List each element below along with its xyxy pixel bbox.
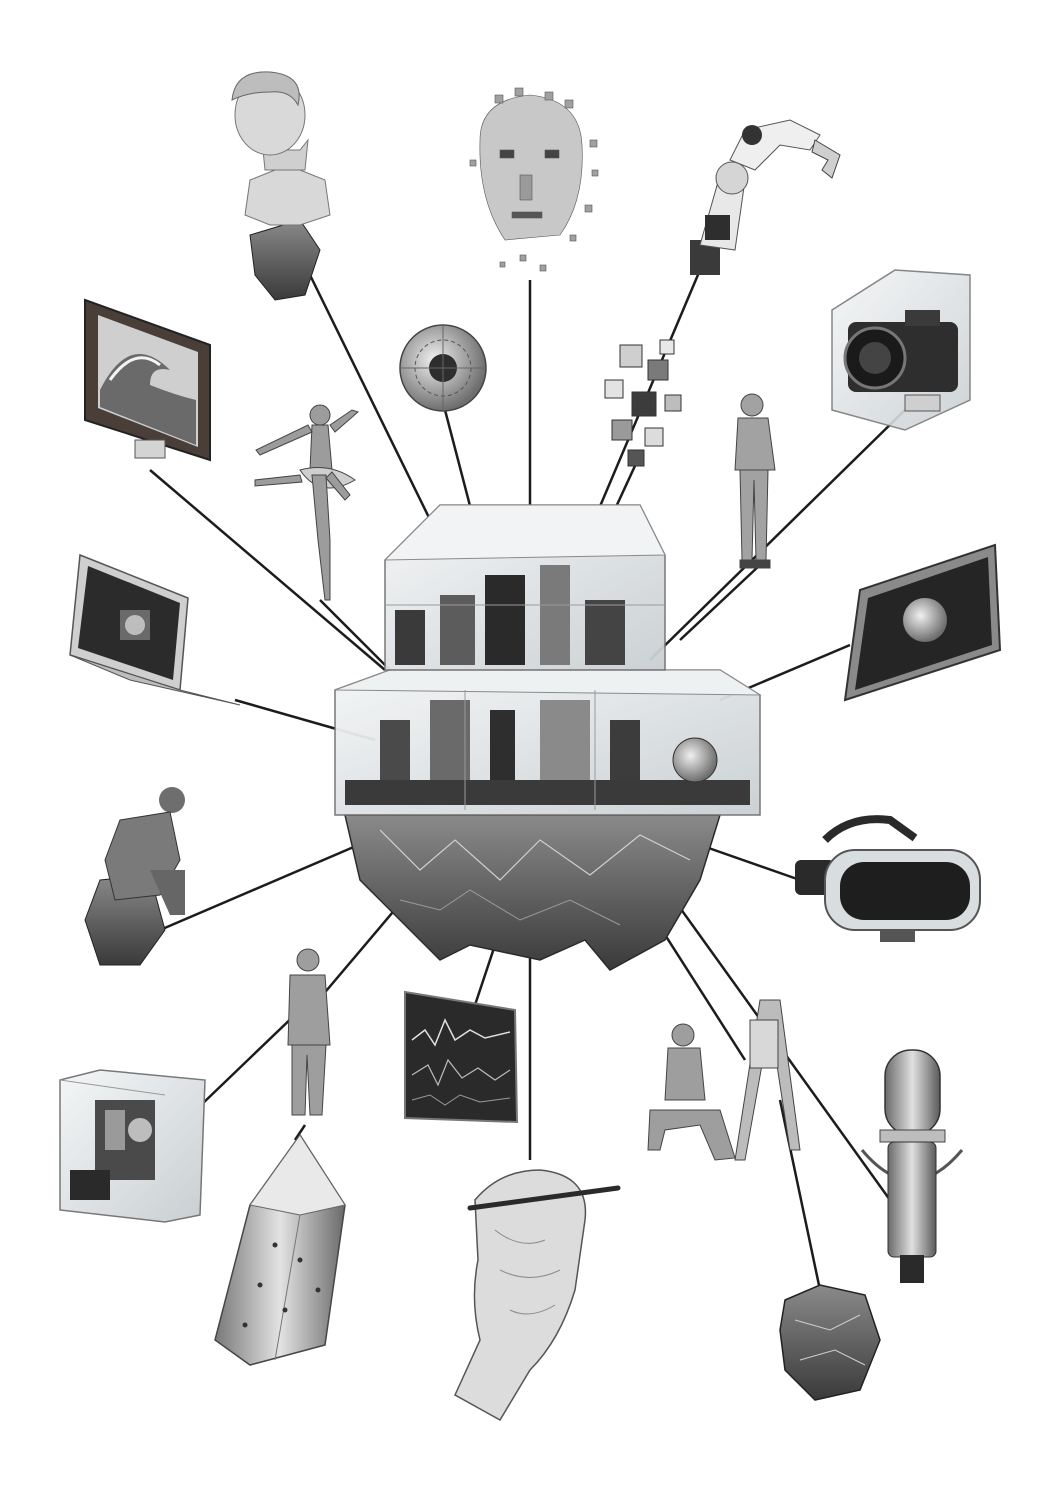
drawing-hand [454,1169,621,1422]
camera-in-glass-box [831,269,971,431]
tablet [843,543,1002,702]
lattice-sphere [399,324,487,412]
classical-bust [231,71,331,301]
central-glass-structure [334,504,762,971]
crystal-prism [214,1133,346,1366]
data-monitor [404,990,519,1124]
glass-machine-cube [59,1069,206,1223]
rock [779,1284,881,1401]
robot-arm [690,119,841,275]
laptop [69,553,241,706]
standing-man-figure [734,393,776,569]
ballerina-figure [254,404,359,601]
vr-headset [795,815,981,942]
painter-at-easel [647,999,801,1161]
hoodie-man-figure [287,948,331,1116]
framed-wave-painting [84,298,211,462]
voxel-head [469,87,599,272]
studio-microphone [860,1049,964,1283]
floating-cubes [604,339,682,467]
connecting-rods [149,269,906,1291]
thinker-statue [84,787,185,966]
